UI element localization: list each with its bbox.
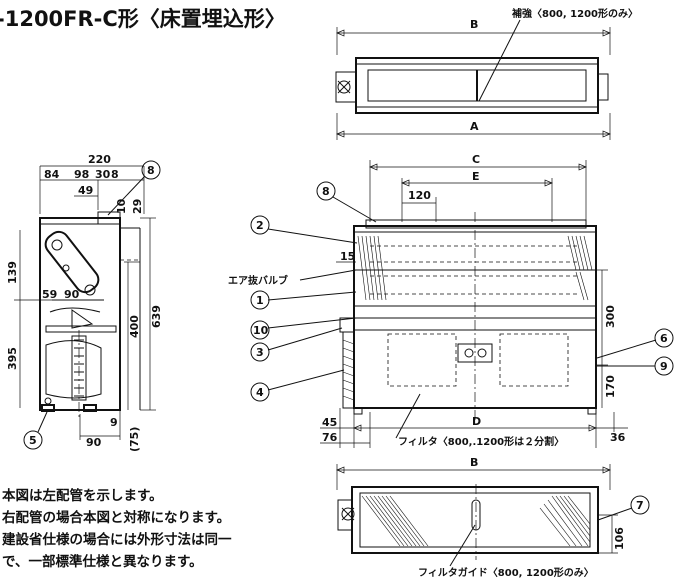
front-dim-15: 15 [340,250,355,263]
side-dim-30: 30 [95,168,111,181]
front-dim-76: 76 [322,431,338,444]
side-dim-75: (75) [128,427,141,452]
side-dim-10: 10 [115,198,128,214]
side-dim-49: 49 [78,184,93,197]
front-filter-note: フィルタ〈800,.1200形は２分割〉 [398,435,564,448]
top-dim-b: B [470,18,478,31]
front-dim-d: D [472,415,481,428]
front-dim-120: 120 [408,189,431,202]
side-dim-639: 639 [150,305,163,328]
front-dim-36: 36 [610,431,626,444]
side-dim-8: 8 [111,168,119,181]
front-callout-1: 1 [256,294,264,307]
front-callout-10: 10 [253,324,269,337]
top-view: B 補強〈800, 1200形のみ〉 A [335,7,638,140]
front-view: C E 120 8 [228,153,674,448]
side-dim-90-lower: 90 [86,436,102,449]
front-callout-2: 2 [256,219,264,232]
front-callout-6: 6 [660,332,668,345]
front-callout-4: 4 [256,386,264,399]
bottom-filter-guide-note: フィルタガイド〈800, 1200形のみ〉 [418,566,594,579]
front-dim-45: 45 [322,416,337,429]
side-dim-9: 9 [110,416,118,429]
side-dim-400: 400 [128,315,141,338]
side-dim-395: 395 [6,347,19,370]
note-line-1: 本図は左配管を示します。 [2,488,163,504]
side-dim-220: 220 [88,153,111,166]
bottom-dim-b: B [470,456,478,469]
front-air-valve-label: エア抜バルブ [228,274,288,287]
front-dim-300: 300 [604,305,617,328]
note-line-4: で、一部標準仕様と異なります。 [2,554,203,570]
side-dim-84: 84 [44,168,60,181]
drawing-notes: 本図は左配管を示します。 右配管の場合本図と対称になります。 建設省仕様の場合に… [2,485,332,573]
bottom-dim-106: 106 [613,527,626,550]
side-dim-59: 59 [42,288,57,301]
side-dim-29: 29 [131,199,144,214]
front-callout-9: 9 [660,360,668,373]
drawing-title: -1200FR-C形〈床置埋込形〉 [0,7,286,31]
front-callout-8: 8 [322,185,330,198]
top-reinforcement-note: 補強〈800, 1200形のみ〉 [511,7,638,20]
bottom-callout-7: 7 [636,499,644,512]
front-dim-c: C [472,153,480,166]
bottom-view: B [336,456,650,579]
side-dim-139: 139 [6,261,19,284]
side-dim-98: 98 [74,168,89,181]
front-dim-e: E [472,170,480,183]
front-dim-170: 170 [604,375,617,398]
top-dim-a: A [470,120,479,133]
side-view: 220 84 98 30 8 49 10 29 8 [6,153,163,452]
side-dim-90-upper: 90 [64,288,80,301]
side-callout-8: 8 [147,164,155,177]
side-callout-5: 5 [29,434,37,447]
note-line-3: 建設省仕様の場合には外形寸法は同一 [2,532,232,548]
front-callout-3: 3 [256,346,264,359]
note-line-2: 右配管の場合本図と対称になります。 [2,510,231,526]
